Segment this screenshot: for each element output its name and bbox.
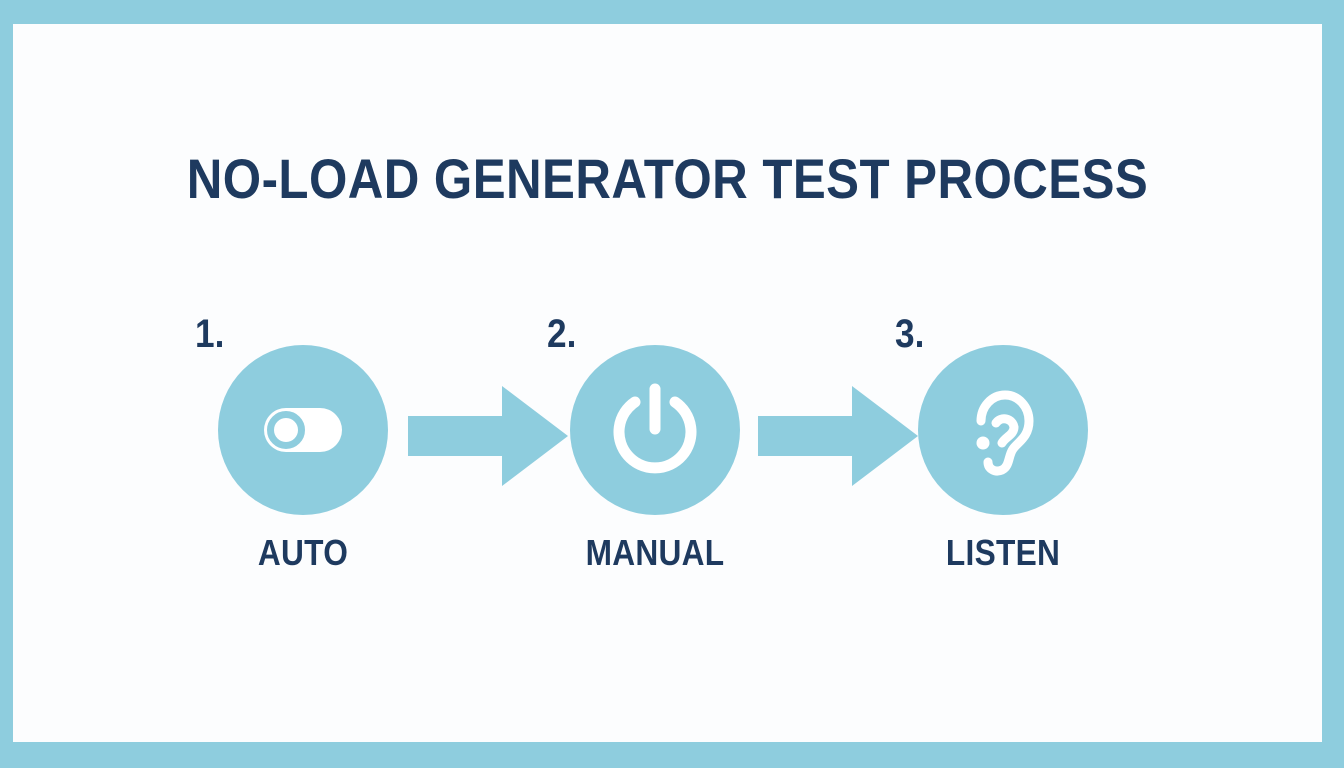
step-label: AUTO bbox=[257, 532, 349, 573]
process-flow: 1. AUTO 2. bbox=[13, 300, 1322, 600]
ear-icon bbox=[918, 345, 1088, 515]
step-circle bbox=[570, 345, 740, 515]
power-button-icon bbox=[570, 345, 740, 515]
step-label: LISTEN bbox=[945, 532, 1061, 573]
arrow-right-icon bbox=[758, 384, 918, 488]
step-label: MANUAL bbox=[585, 532, 725, 573]
arrow-right-icon bbox=[408, 384, 568, 488]
step-circle bbox=[218, 345, 388, 515]
toggle-switch-icon bbox=[218, 345, 388, 515]
step-number: 1. bbox=[195, 312, 225, 356]
step-circle bbox=[918, 345, 1088, 515]
slide-canvas: NO-LOAD GENERATOR TEST PROCESS 1. AUTO bbox=[13, 24, 1322, 742]
step-number: 3. bbox=[895, 312, 925, 356]
process-step-auto[interactable]: 1. AUTO bbox=[173, 300, 433, 600]
process-step-listen[interactable]: 3. LISTEN bbox=[873, 300, 1133, 600]
step-number: 2. bbox=[547, 312, 577, 356]
page-title: NO-LOAD GENERATOR TEST PROCESS bbox=[186, 147, 1149, 210]
process-step-manual[interactable]: 2. MANUAL bbox=[525, 300, 785, 600]
